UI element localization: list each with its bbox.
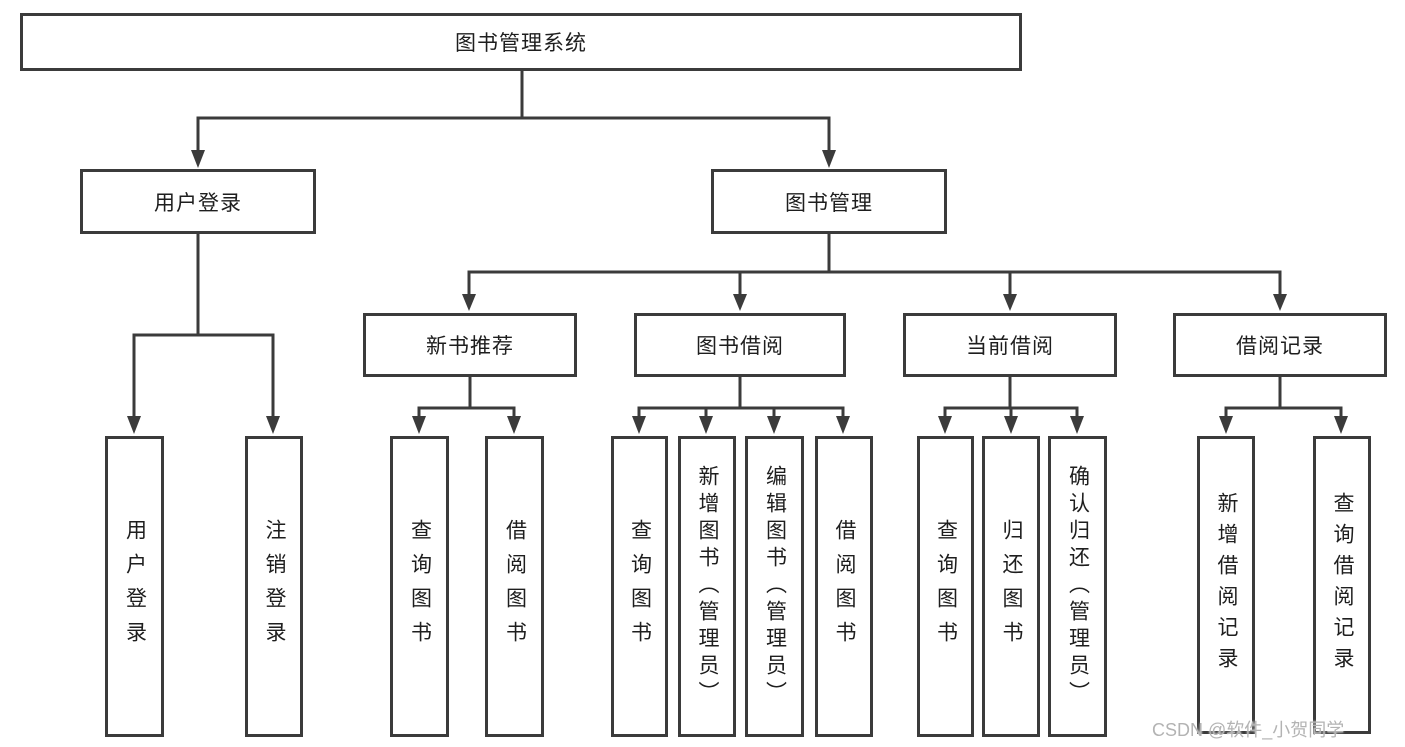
leaf-query-record: 查询借阅记录 xyxy=(1313,436,1371,734)
node-user-login: 用户登录 xyxy=(80,169,316,234)
node-book-mgmt: 图书管理 xyxy=(711,169,947,234)
leaf-add-record: 新增借阅记录 xyxy=(1197,436,1255,734)
leaf-query-book-1-label: 查询图书 xyxy=(408,518,432,655)
leaf-query-record-label: 查询借阅记录 xyxy=(1331,492,1354,678)
node-current-borrow-label: 当前借阅 xyxy=(966,335,1054,358)
node-root-label: 图书管理系统 xyxy=(455,32,587,55)
leaf-add-book-label: 新增图书（管理员） xyxy=(696,465,719,708)
leaf-add-record-label: 新增借阅记录 xyxy=(1215,492,1238,678)
connector-book-borrow-children xyxy=(632,377,850,434)
leaf-user-login: 用户登录 xyxy=(105,436,164,737)
node-borrow-record: 借阅记录 xyxy=(1173,313,1387,377)
leaf-borrow-book-1-label: 借阅图书 xyxy=(503,518,527,655)
leaf-confirm-return-label: 确认归还（管理员） xyxy=(1066,465,1090,708)
leaf-query-book-3-label: 查询图书 xyxy=(934,518,958,655)
node-root: 图书管理系统 xyxy=(20,13,1022,71)
leaf-borrow-book-1: 借阅图书 xyxy=(485,436,544,737)
leaf-edit-book-label: 编辑图书（管理员） xyxy=(763,465,787,708)
connector-borrow-record-children xyxy=(1219,377,1348,434)
node-book-borrow-label: 图书借阅 xyxy=(696,335,784,358)
connector-book-mgmt-children xyxy=(462,233,1287,311)
leaf-borrow-book-2-label: 借阅图书 xyxy=(833,518,856,655)
leaf-query-book-2: 查询图书 xyxy=(611,436,668,737)
connector-current-borrow-children xyxy=(938,377,1084,434)
connector-user-login-children xyxy=(127,233,280,434)
node-user-login-label: 用户登录 xyxy=(154,191,242,215)
connector-root-to-level2 xyxy=(191,70,836,168)
leaf-confirm-return: 确认归还（管理员） xyxy=(1048,436,1107,737)
node-book-mgmt-label: 图书管理 xyxy=(785,191,873,215)
leaf-edit-book: 编辑图书（管理员） xyxy=(745,436,804,737)
watermark: CSDN @软件_小贺同学 xyxy=(1152,720,1345,740)
leaf-logout-label: 注销登录 xyxy=(263,518,286,655)
leaf-query-book-3: 查询图书 xyxy=(917,436,974,737)
node-new-book-rec: 新书推荐 xyxy=(363,313,577,377)
node-book-borrow: 图书借阅 xyxy=(634,313,846,377)
node-borrow-record-label: 借阅记录 xyxy=(1236,335,1324,358)
node-current-borrow: 当前借阅 xyxy=(903,313,1117,377)
leaf-borrow-book-2: 借阅图书 xyxy=(815,436,873,737)
leaf-add-book: 新增图书（管理员） xyxy=(678,436,736,737)
leaf-logout: 注销登录 xyxy=(245,436,303,737)
leaf-query-book-1: 查询图书 xyxy=(390,436,449,737)
connector-new-book-rec-children xyxy=(412,377,521,434)
leaf-return-book-label: 归还图书 xyxy=(1000,518,1023,655)
leaf-user-login-label: 用户登录 xyxy=(123,518,147,655)
leaf-return-book: 归还图书 xyxy=(982,436,1040,737)
leaf-query-book-2-label: 查询图书 xyxy=(628,518,652,655)
node-new-book-rec-label: 新书推荐 xyxy=(426,335,514,358)
